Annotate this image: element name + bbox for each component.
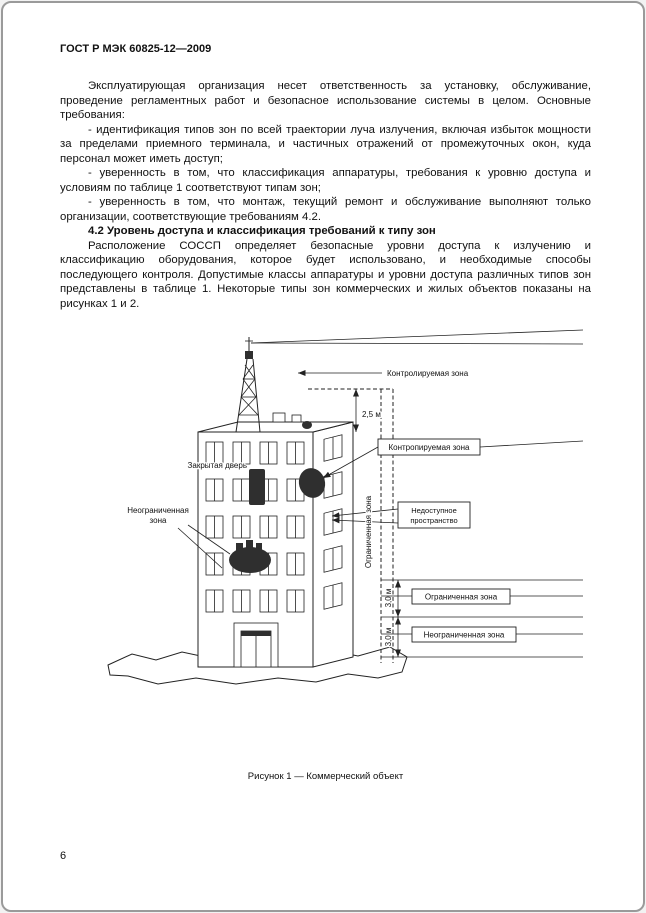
page-number: 6 bbox=[60, 850, 67, 862]
dimension-3-0m-upper-label: 3,0 м bbox=[384, 589, 393, 608]
closed-door-label: Закрытая дверь bbox=[188, 461, 247, 470]
page-content: ГОСТ Р МЭК 60825-12—2009 Эксплуатирующая… bbox=[60, 43, 591, 782]
antenna-tower bbox=[235, 337, 261, 433]
paragraph-list-item-1: - идентификация типов зон по всей траект… bbox=[60, 123, 591, 165]
section-heading: 4.2 Уровень доступа и классификация треб… bbox=[88, 225, 436, 237]
unrestricted-zone-left-label-2: зона bbox=[150, 516, 167, 525]
ground bbox=[107, 646, 408, 685]
inaccessible-space-label-1: Недоступное bbox=[411, 506, 457, 515]
controlled-zone-box: Контропируемая зона bbox=[322, 438, 584, 479]
restricted-zone-box-label: Ограниченная зона bbox=[425, 593, 498, 602]
unrestricted-zone-left: Неограниченная зона bbox=[126, 505, 231, 569]
doc-header: ГОСТ Р МЭК 60825-12—2009 bbox=[60, 43, 212, 55]
roof-equipment bbox=[272, 412, 312, 429]
controlled-zone-top: Контролируемая зона bbox=[298, 368, 470, 379]
paragraph-intro: Эксплуатирующая организация несет ответс… bbox=[60, 80, 591, 121]
inaccessible-space: Недоступное пространство bbox=[331, 501, 471, 529]
figure-1-drawing: 2,5 м Контролируемая зона Контропируемая… bbox=[107, 329, 584, 685]
figure-caption: Рисунок 1 — Коммерческий объект bbox=[247, 771, 404, 782]
unrestricted-zone-left-label-1: Неограниченная bbox=[127, 506, 189, 515]
controlled-zone-top-label: Контролируемая зона bbox=[387, 369, 469, 378]
paragraph-list-item-3: - уверенность в том, что монтаж, текущий… bbox=[60, 196, 591, 223]
paragraph-closing: Расположение СОССП определяет безопасные… bbox=[60, 239, 591, 310]
dimension-3-0m-lower: 3,0 м bbox=[383, 617, 401, 657]
dimension-2-5m: 2,5 м bbox=[353, 389, 382, 432]
restricted-zone-vertical-label: Ограниченная зона bbox=[364, 495, 373, 568]
dimension-2-5m-label: 2,5 м bbox=[362, 410, 381, 419]
zone-boundary-lines-top bbox=[250, 329, 584, 345]
paragraph-list-item-2: - уверенность в том, что классификация а… bbox=[60, 167, 591, 194]
body-text: Эксплуатирующая организация несет ответс… bbox=[60, 79, 591, 311]
satellite-dish-lower bbox=[229, 540, 271, 573]
inaccessible-space-label-2: пространство bbox=[410, 516, 457, 525]
restricted-zone-box: Ограниченная зона bbox=[381, 588, 583, 605]
closed-door: Закрытая дверь bbox=[186, 460, 265, 505]
building bbox=[197, 412, 354, 668]
satellite-dish-upper bbox=[298, 468, 326, 498]
dimension-3-0m-upper: 3,0 м bbox=[383, 580, 401, 617]
unrestricted-zone-box-label: Неограниченная зона bbox=[424, 631, 505, 640]
dimension-3-0m-lower-label: 3,0 м bbox=[384, 628, 393, 647]
figure-1: 2,5 м Контролируемая зона Контропируемая… bbox=[60, 327, 591, 782]
controlled-zone-box-label: Контропируемая зона bbox=[388, 443, 470, 452]
zone-boundary-lines-right bbox=[381, 579, 583, 658]
entrance-door bbox=[233, 622, 279, 668]
unrestricted-zone-box: Неограниченная зона bbox=[381, 626, 583, 643]
